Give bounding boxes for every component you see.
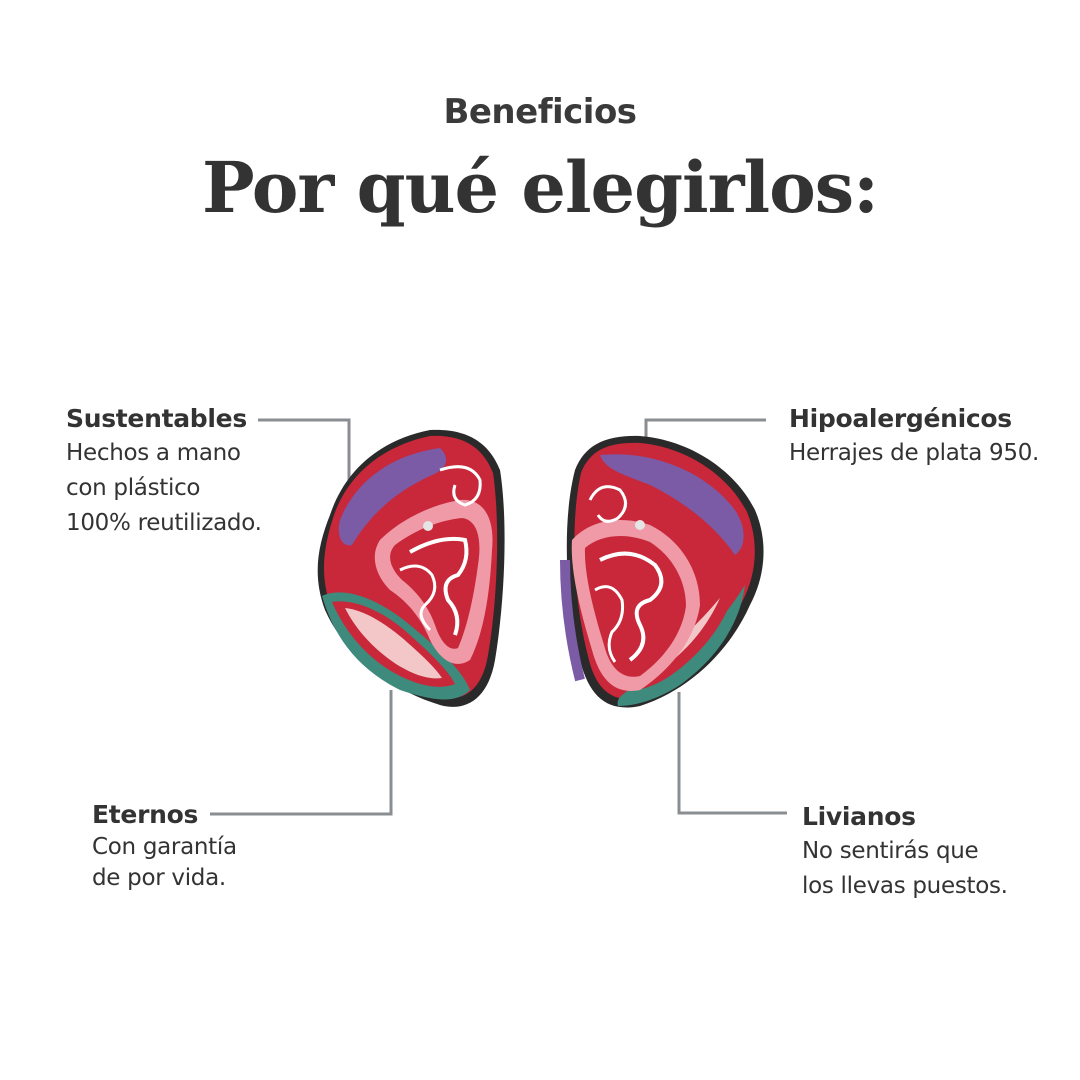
connector-eternos	[210, 690, 393, 816]
connector-livianos	[677, 692, 787, 815]
feature-body: Herrajes de plata 950.	[789, 440, 1040, 466]
feature-body: Hechos a mano con plástico 100% reutiliz…	[66, 440, 262, 536]
feature-title: Livianos	[802, 802, 916, 831]
feature-sustentables: Sustentables Hechos a mano con plástico …	[66, 402, 262, 541]
feature-livianos: Livianos No sentirás que los llevas pues…	[802, 800, 1008, 904]
page-title: Por qué elegirlos:	[201, 146, 879, 229]
feature-title: Eternos	[92, 800, 199, 829]
left-earring	[317, 429, 505, 707]
right-earring	[560, 435, 764, 708]
feature-title: Hipoalergénicos	[789, 404, 1012, 433]
feature-title: Sustentables	[66, 404, 247, 433]
feature-eternos: Eternos Con garantía de por vida.	[92, 798, 237, 894]
feature-body: No sentirás que los llevas puestos.	[802, 838, 1008, 899]
connector-sustentables	[258, 418, 351, 495]
eyebrow-label: Beneficios	[443, 92, 637, 132]
feature-hipoalergenicos: Hipoalergénicos Herrajes de plata 950.	[789, 402, 1039, 471]
feature-body: Con garantía de por vida.	[92, 834, 237, 891]
